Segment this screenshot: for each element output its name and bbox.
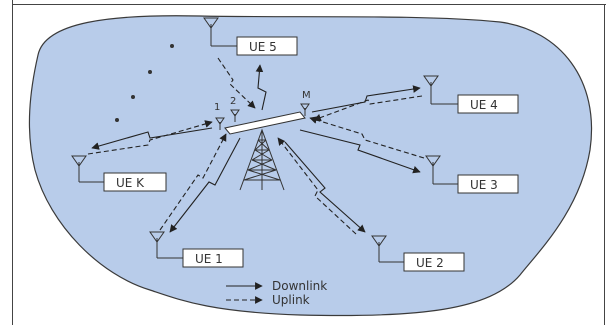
antenna-label-2: 2 — [230, 96, 236, 107]
ue-2-box — [403, 252, 465, 272]
bs-antenna-2 — [230, 109, 240, 122]
ue-2: UE 2 — [371, 235, 465, 272]
ellipsis-dots — [115, 44, 174, 122]
downlink-ue2 — [284, 141, 366, 233]
bs-antenna-1 — [215, 117, 225, 130]
ue-k-label: UE K — [116, 176, 145, 190]
ue-1-label: UE 1 — [195, 252, 223, 266]
frame-left-border — [12, 0, 13, 325]
downlink-ue1 — [169, 137, 241, 233]
frame-top-border — [12, 4, 606, 5]
legend-downlink-label: Downlink — [272, 279, 327, 293]
downlink-uek — [91, 127, 213, 150]
frame-right-border — [604, 4, 605, 325]
ue-4-box — [457, 94, 519, 114]
antenna-array: 1 2 M — [214, 90, 311, 135]
downlink-ue5 — [255, 64, 267, 111]
ue-1: UE 1 — [149, 231, 244, 268]
downlink-ue4 — [311, 85, 421, 113]
antenna-label-1: 1 — [214, 102, 220, 113]
links — [87, 57, 425, 235]
legend: Downlink Uplink — [226, 279, 327, 307]
downlink-ue3 — [299, 129, 421, 174]
uplink-ue4 — [313, 95, 423, 122]
ue-1-box — [182, 248, 244, 268]
uplink-ue5 — [217, 57, 256, 109]
ue-3: UE 3 — [425, 155, 519, 194]
ue-4: UE 4 — [423, 75, 519, 114]
ue-3-label: UE 3 — [470, 178, 498, 192]
uplink-uek — [87, 120, 213, 155]
ue-2-label: UE 2 — [416, 256, 444, 270]
uplink-ue3 — [309, 116, 425, 159]
legend-uplink-label: Uplink — [272, 293, 310, 307]
ue-k-box — [103, 172, 167, 192]
ue-3-box — [457, 174, 519, 194]
ue-4-label: UE 4 — [470, 98, 498, 112]
uplink-ue1 — [159, 133, 227, 231]
ue-5-box — [236, 36, 298, 56]
ue-k: UE K — [71, 155, 167, 192]
bs-antenna-m — [300, 103, 310, 116]
uplink-ue2 — [277, 137, 357, 235]
cell-area — [28, 15, 592, 317]
ue-5: UE 5 — [203, 17, 298, 56]
antenna-label-m: M — [302, 90, 311, 101]
base-station-tower-icon — [239, 128, 285, 191]
ue-5-label: UE 5 — [249, 40, 277, 54]
